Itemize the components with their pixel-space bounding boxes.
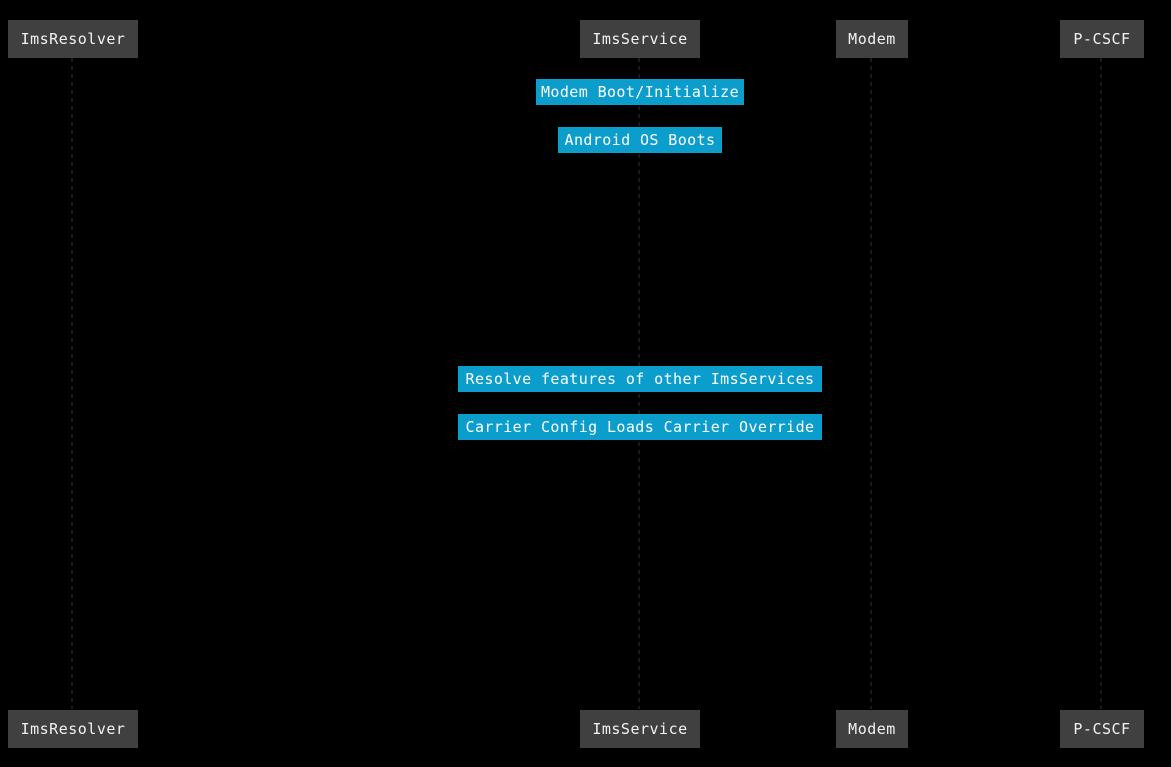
participant-footer-modem[interactable]: Modem (836, 710, 908, 748)
note-android-os-boots[interactable]: Android OS Boots (558, 127, 722, 153)
note-resolve-features-of-other-imsservices[interactable]: Resolve features of other ImsServices (458, 366, 822, 392)
note-carrier-config-loads-carrier-override[interactable]: Carrier Config Loads Carrier Override (458, 414, 822, 440)
lifeline-modem (870, 58, 872, 709)
lifeline-pcscf (1100, 58, 1102, 709)
participant-header-imsservice[interactable]: ImsService (580, 20, 700, 58)
participant-footer-imsresolver[interactable]: ImsResolver (8, 710, 138, 748)
lifeline-imsresolver (71, 58, 73, 709)
participant-header-modem[interactable]: Modem (836, 20, 908, 58)
participant-footer-pcscf[interactable]: P-CSCF (1060, 710, 1144, 748)
participant-header-pcscf[interactable]: P-CSCF (1060, 20, 1144, 58)
participant-header-imsresolver[interactable]: ImsResolver (8, 20, 138, 58)
participant-footer-imsservice[interactable]: ImsService (580, 710, 700, 748)
note-modem-boot-initialize[interactable]: Modem Boot/Initialize (536, 79, 744, 105)
